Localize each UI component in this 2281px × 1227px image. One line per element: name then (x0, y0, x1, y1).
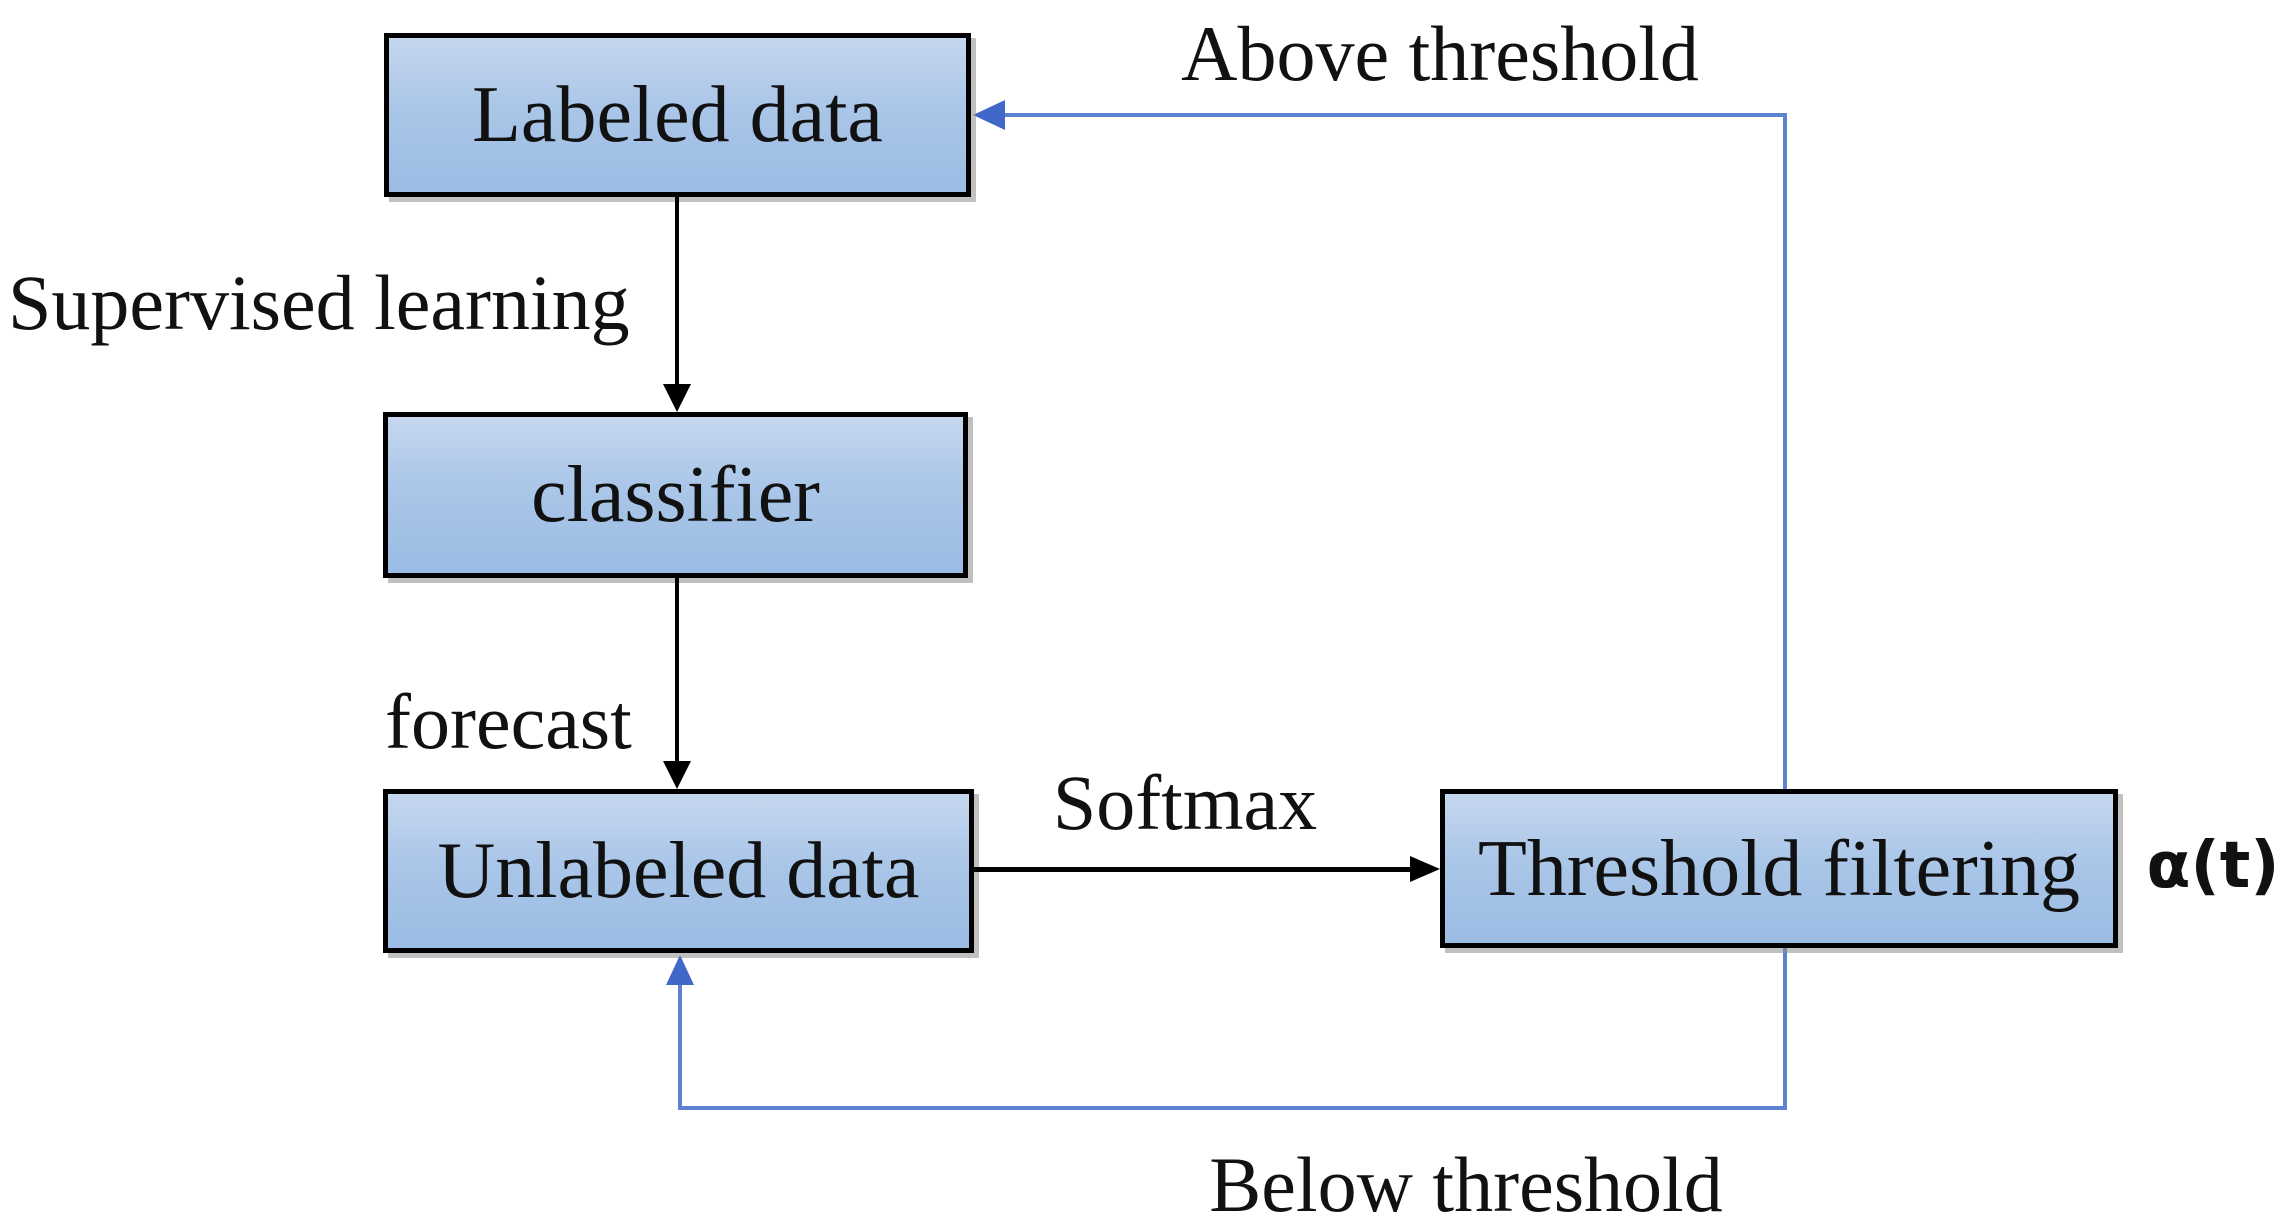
node-labeled-data-label: Labeled data (472, 71, 883, 159)
node-classifier-label: classifier (531, 451, 820, 539)
edge-label-below-threshold: Below threshold (1209, 1141, 1723, 1227)
node-classifier: classifier (383, 412, 968, 578)
node-labeled-data: Labeled data (384, 33, 971, 197)
supervised-learning-arrow-line (675, 197, 679, 387)
edge-label-supervised-learning: Supervised learning (8, 259, 630, 346)
node-unlabeled-data: Unlabeled data (383, 789, 974, 953)
softmax-arrow-line (974, 867, 1416, 872)
feedback-loop-bottom-line (678, 1106, 1787, 1110)
softmax-arrowhead-icon (1410, 856, 1440, 882)
supervised-learning-arrowhead-icon (663, 384, 691, 412)
annotation-alpha-t: α(t) (2146, 829, 2280, 903)
feedback-loop-right-line (1783, 113, 1787, 1109)
blue-arrowhead-up-icon (666, 955, 694, 985)
edge-label-above-threshold: Above threshold (1181, 10, 1699, 97)
node-unlabeled-data-label: Unlabeled data (437, 827, 920, 915)
node-threshold-filtering-label: Threshold filtering (1477, 824, 2081, 913)
edge-label-forecast: forecast (385, 678, 632, 765)
blue-arrowhead-left-icon (973, 100, 1005, 130)
forecast-arrowhead-icon (663, 761, 691, 789)
feedback-loop-left-line (678, 958, 682, 1110)
forecast-arrow-line (675, 578, 679, 764)
node-threshold-filtering: Threshold filtering (1440, 789, 2118, 948)
edge-label-softmax: Softmax (1052, 759, 1318, 846)
feedback-loop-top-line (990, 113, 1785, 117)
